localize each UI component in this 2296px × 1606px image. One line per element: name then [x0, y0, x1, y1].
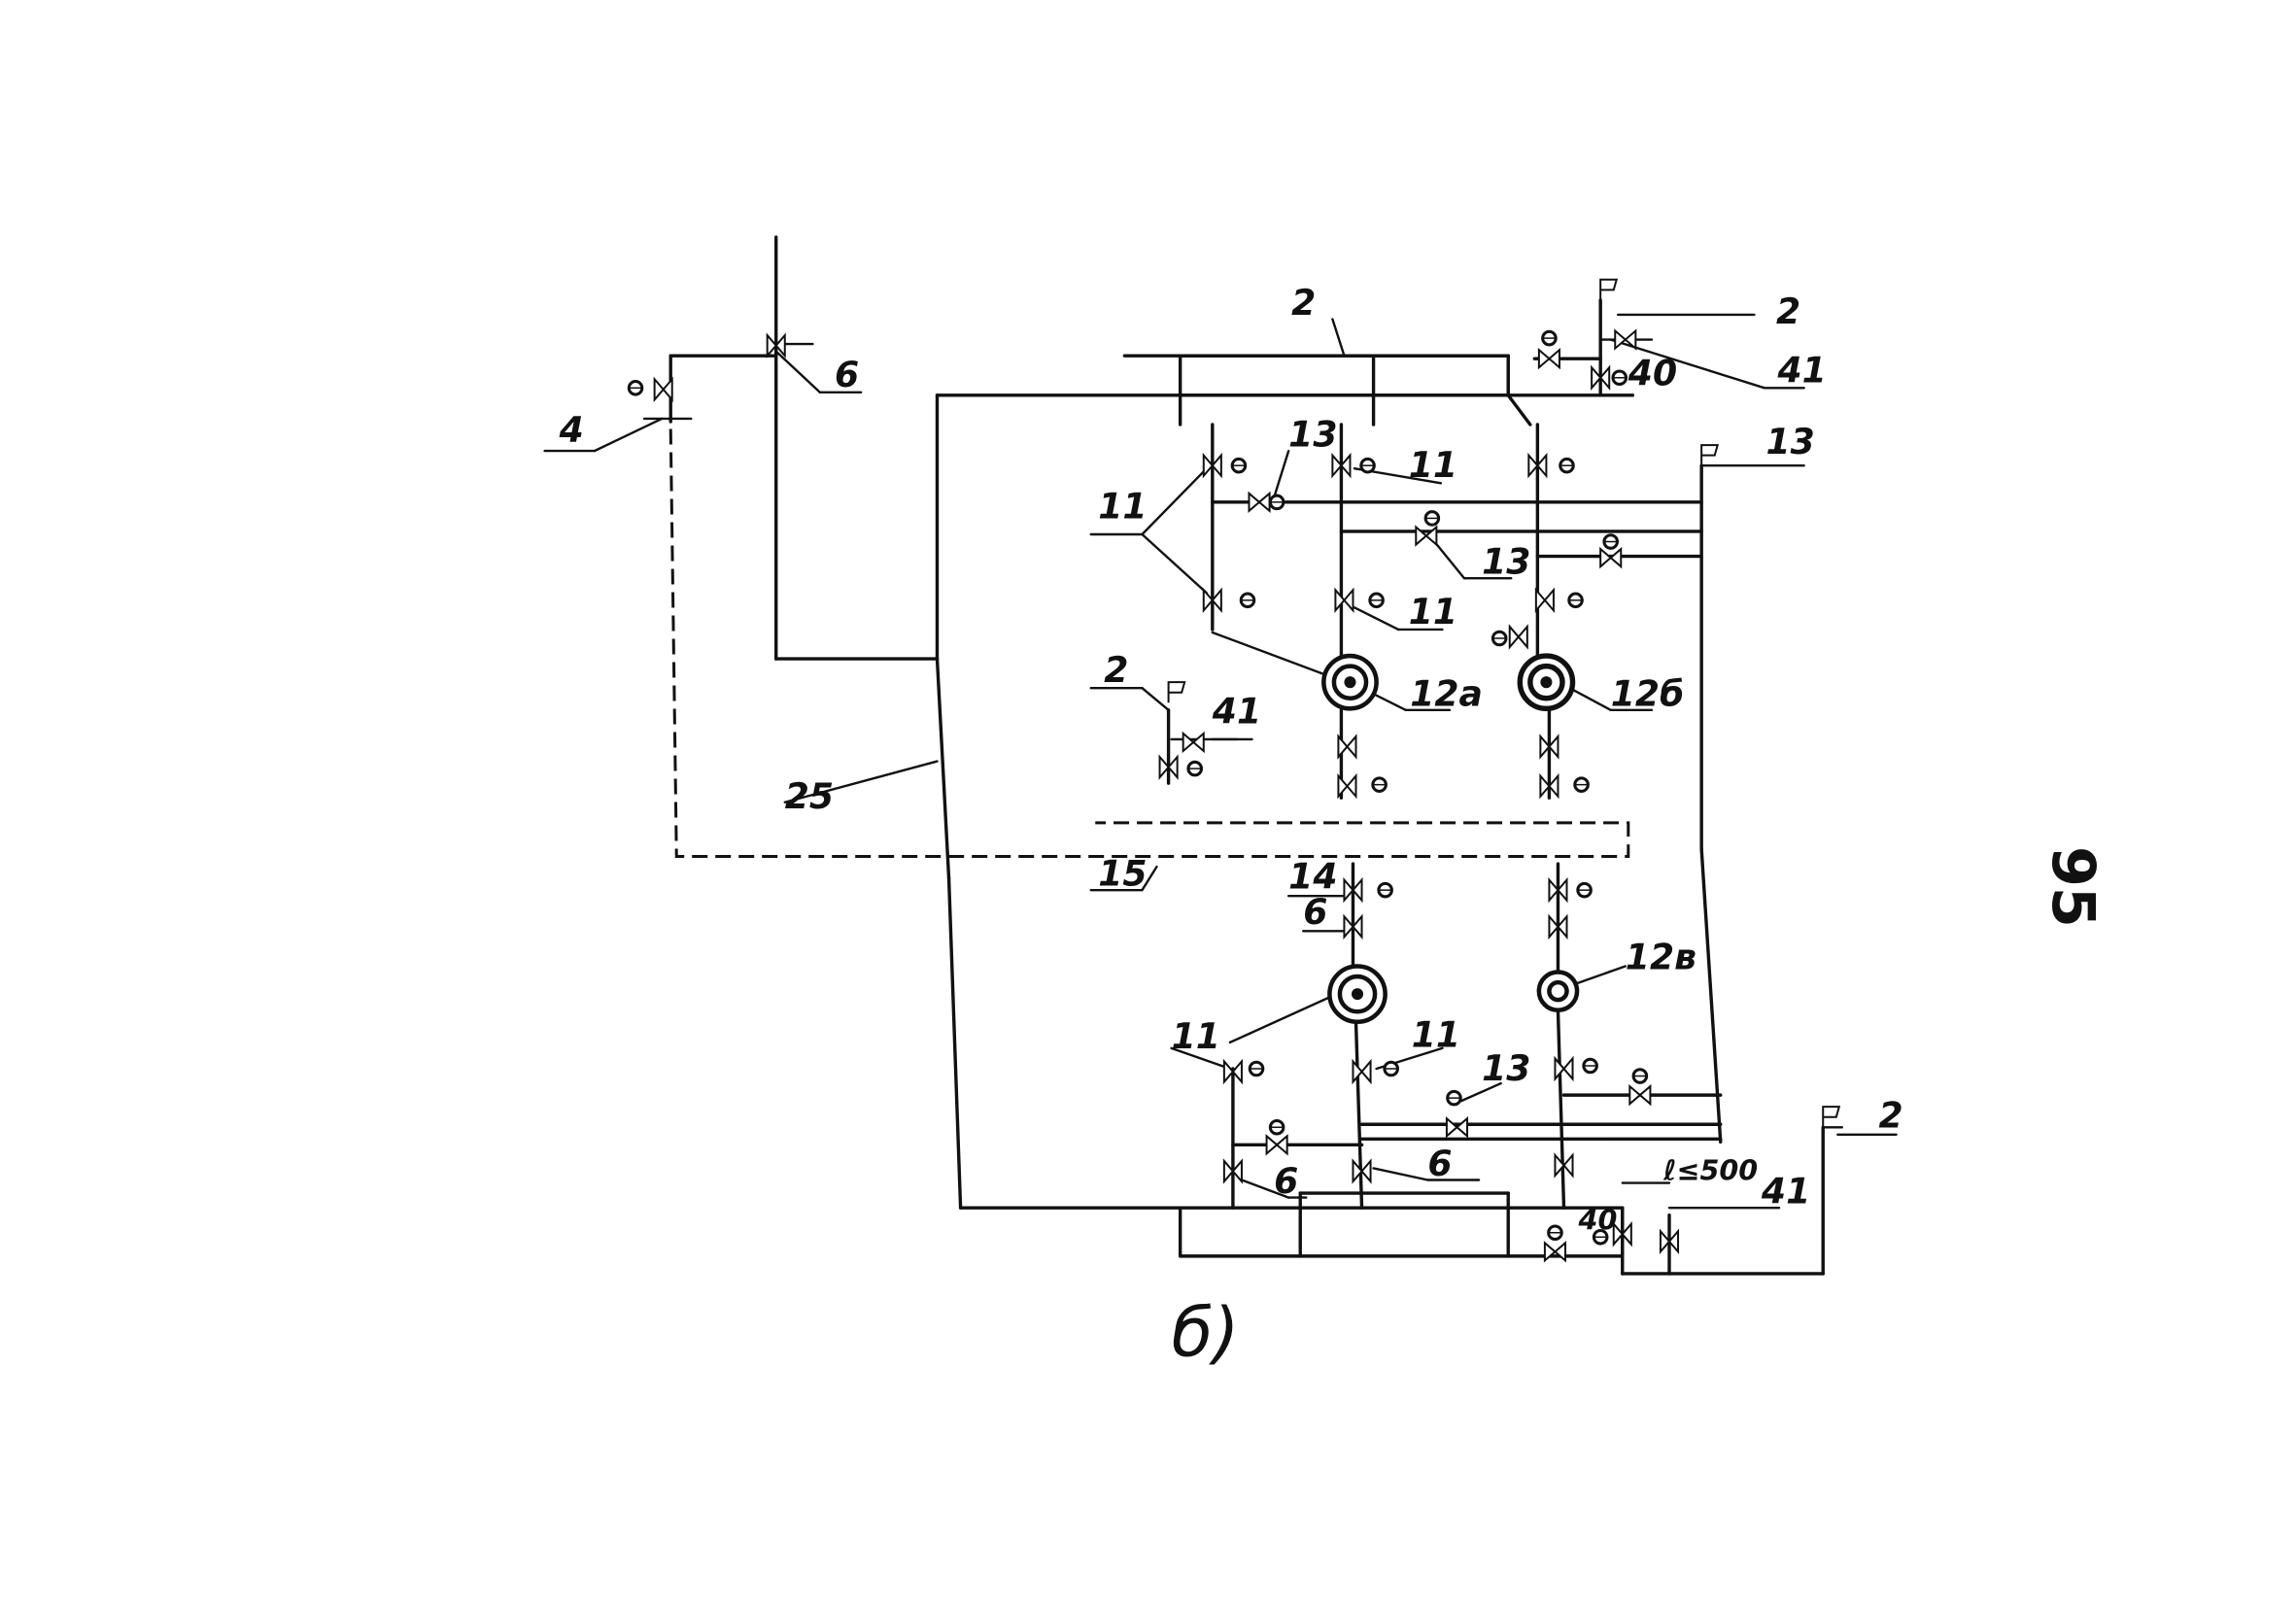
label-41-bottom: 41: [1761, 1171, 1810, 1213]
label-13-c: 13: [1482, 1047, 1530, 1089]
label-2-mid: 2: [1104, 649, 1128, 691]
label-14: 14: [1288, 856, 1337, 898]
label-6-bottom-a: 6: [1274, 1160, 1298, 1202]
label-11-c: 11: [1409, 591, 1457, 632]
heat-exchanger-12a: [1321, 653, 1379, 711]
label-11-b: 11: [1409, 444, 1457, 486]
heat-exchanger-lower: [1327, 964, 1388, 1025]
label-15: 15: [1098, 853, 1147, 895]
page-number: 95: [2039, 846, 2107, 928]
label-12a: 12а: [1410, 672, 1483, 714]
heat-exchangers: [1321, 653, 1580, 1025]
dashed-pipes: [670, 429, 1628, 857]
heat-exchanger-12v: [1536, 970, 1580, 1012]
label-41-top: 41: [1777, 349, 1827, 391]
label-41-mid: 41: [1212, 690, 1261, 732]
label-40-top: 40: [1628, 352, 1677, 393]
label-11-d: 11: [1172, 1015, 1220, 1057]
label-11-group: 11: [1098, 485, 1147, 527]
label-13-right: 13: [1765, 421, 1814, 462]
label-2-top-right: 2: [1776, 290, 1800, 332]
flags: [1167, 278, 1841, 1129]
labels: 4 6 2 2 40 41 13 11 13 11 13 11 12а 12б …: [559, 282, 2107, 1372]
heat-exchanger-12b: [1517, 653, 1576, 712]
label-4: 4: [559, 409, 584, 451]
label-40-bottom: 40: [1578, 1204, 1618, 1237]
label-6-top: 6: [835, 354, 859, 395]
figure-caption: б): [1172, 1294, 1240, 1372]
label-12b: 12б: [1611, 672, 1685, 714]
label-13-a: 13: [1288, 414, 1337, 456]
label-6-bottom-b: 6: [1427, 1143, 1452, 1184]
label-13-b: 13: [1482, 541, 1530, 583]
label-2-bottom: 2: [1879, 1094, 1903, 1136]
label-11-e: 11: [1412, 1013, 1460, 1055]
label-6-mid: 6: [1303, 891, 1327, 933]
label-25: 25: [785, 775, 834, 817]
label-length-limit: ℓ≤500: [1662, 1154, 1758, 1187]
label-12v: 12в: [1626, 937, 1696, 978]
pipe-lines: [545, 237, 1897, 1274]
label-2-top-left: 2: [1291, 282, 1316, 324]
